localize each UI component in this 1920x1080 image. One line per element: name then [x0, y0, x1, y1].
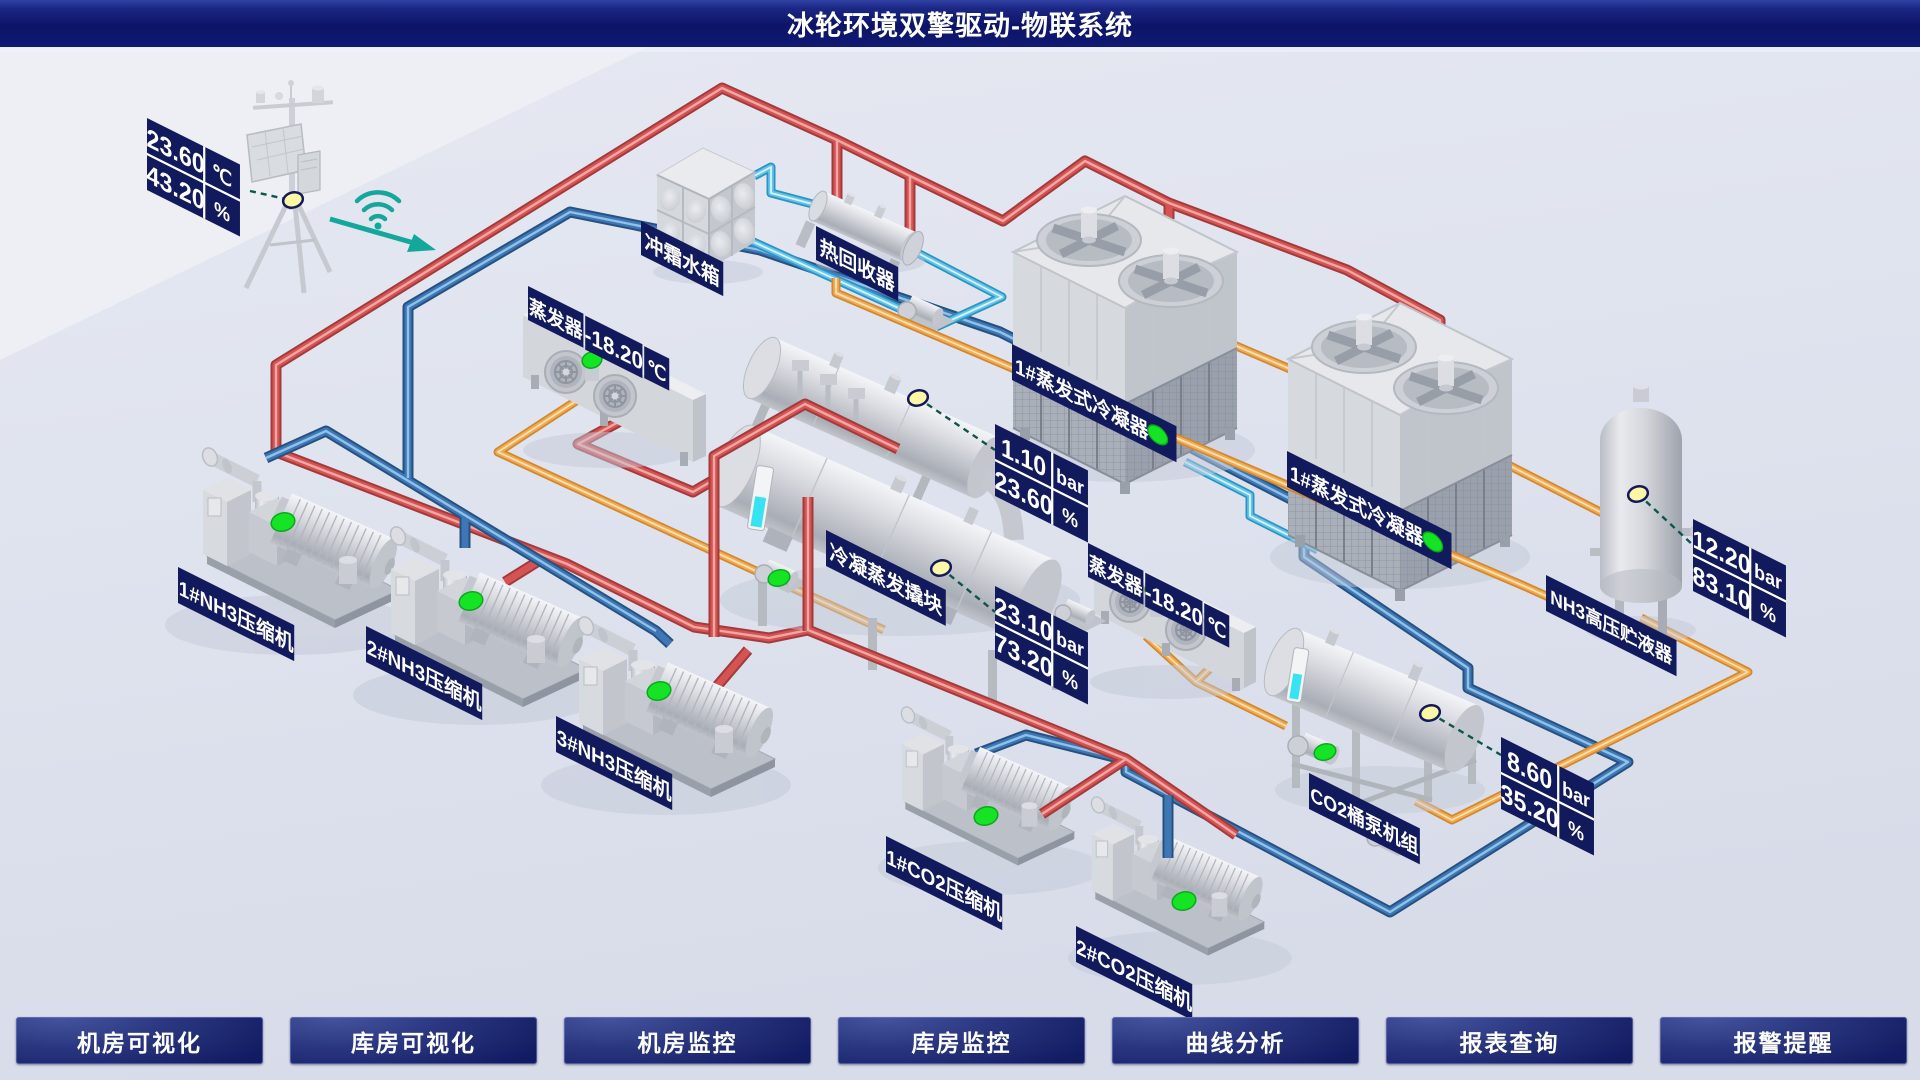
- signal-arrow: [329, 216, 436, 252]
- wifi-icon: [354, 190, 402, 230]
- bottom-navigation: 机房可视化 库房可视化 机房监控 库房监控 曲线分析 报表查询 报警提醒: [0, 1017, 1920, 1064]
- heat-recovery-unit[interactable]: [794, 178, 932, 292]
- evaporator1-fan-2: [593, 374, 637, 418]
- page-title: 冰轮环境双擎驱动-物联系统: [787, 11, 1133, 41]
- nav-warehouse-monitoring[interactable]: 库房监控: [838, 1017, 1085, 1064]
- skid-lower-level-unit: %: [1062, 666, 1078, 696]
- value-box-skid-upper: 1.10 bar 23.60 %: [995, 424, 1088, 543]
- evaporator1-fan-1: [544, 350, 588, 394]
- weather-temp-unit: ℃: [212, 161, 232, 193]
- sensor-line-receiver: [1637, 493, 1694, 546]
- sensor-dot-co2pump: [1418, 704, 1442, 722]
- nav-curve-analysis[interactable]: 曲线分析: [1112, 1017, 1359, 1064]
- condenser2-fan-1: [1311, 313, 1417, 374]
- nav-warehouse-visualization[interactable]: 库房可视化: [290, 1017, 537, 1064]
- co2-barrel-pump-unit[interactable]: [1256, 608, 1498, 812]
- sensor-line-skid-lower: [940, 567, 996, 613]
- label-evaporator1[interactable]: 蒸发器 -18.20 ℃: [528, 286, 670, 392]
- pipe-red-skid-loops: [708, 398, 1240, 840]
- liquid-pump-small: [1054, 598, 1106, 631]
- nav-machine-room-monitoring[interactable]: 机房监控: [564, 1017, 811, 1064]
- sensor-dot-weather: [281, 191, 305, 209]
- status-green-condenser2: [1422, 531, 1444, 553]
- sensor-line-co2pump: [1429, 711, 1502, 757]
- weather-station: [243, 80, 334, 294]
- pipe-red-discharge-main: [270, 82, 1446, 836]
- skid-upper-level-unit: %: [1062, 504, 1078, 534]
- sensor-links: [249, 189, 1694, 757]
- status-green-condenser1: [1147, 424, 1169, 446]
- status-green-skid-pump: [767, 568, 791, 588]
- status-green-nh3-comp3: [646, 680, 672, 702]
- status-green-nh3-comp2: [458, 590, 484, 612]
- status-green-co2-comp1: [973, 805, 999, 827]
- sensor-line-skid-upper: [917, 397, 996, 451]
- co2pump-level-unit: %: [1568, 817, 1584, 847]
- header-bar: 冰轮环境双擎驱动-物联系统: [0, 0, 1920, 47]
- value-box-receiver: 12.20 bar 83.10 %: [1693, 519, 1786, 638]
- defrost-water-tank[interactable]: [655, 147, 757, 269]
- svg-text:℃: ℃: [1207, 614, 1226, 645]
- status-green-co2-comp2: [1171, 890, 1197, 912]
- water-circulating-pump: [897, 295, 955, 332]
- condenser1-fan-2: [1118, 247, 1224, 308]
- status-green-co2-pump: [1313, 742, 1337, 762]
- status-green-nh3-comp1: [270, 511, 296, 533]
- condenser1-fan-1: [1036, 206, 1142, 267]
- evaporative-condenser-2[interactable]: [1285, 301, 1515, 601]
- svg-text:℃: ℃: [647, 357, 666, 388]
- nav-report-query[interactable]: 报表查询: [1386, 1017, 1633, 1064]
- weather-hum-unit: %: [214, 198, 230, 228]
- sensor-dot-skid-upper: [906, 389, 930, 407]
- pipe-cyan-water: [734, 162, 1321, 555]
- nav-alarm-reminder[interactable]: 报警提醒: [1660, 1017, 1907, 1064]
- nav-machine-room-visualization[interactable]: 机房可视化: [16, 1017, 263, 1064]
- sensor-dot-receiver: [1626, 485, 1650, 503]
- receiver-level-unit: %: [1760, 599, 1776, 629]
- condenser2-fan-2: [1393, 354, 1499, 415]
- sensor-dot-skid-lower: [929, 559, 953, 577]
